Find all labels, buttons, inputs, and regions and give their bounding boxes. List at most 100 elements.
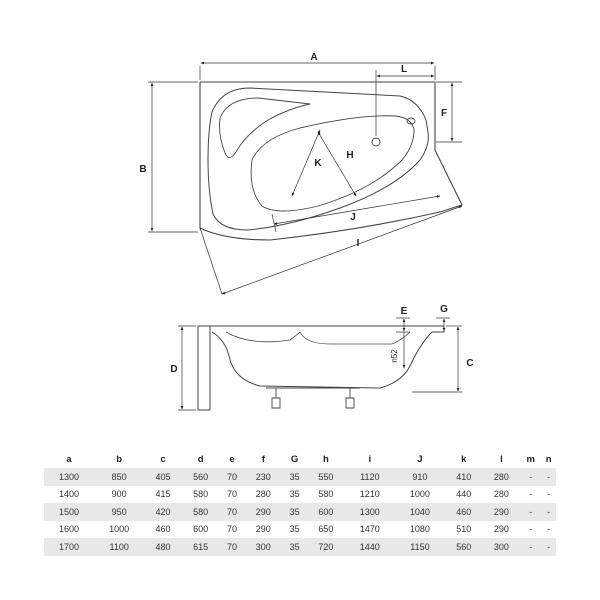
table-cell: 1470 [344, 520, 395, 538]
column-header: k [461, 454, 467, 465]
table-cell: 35 [282, 520, 308, 538]
column-header: h [323, 454, 329, 465]
table-cell: 900 [94, 485, 145, 503]
table-cell: - [541, 538, 556, 556]
table-cell: 440 [444, 485, 483, 503]
table-cell: 300 [244, 538, 283, 556]
table-cell: 405 [144, 468, 182, 486]
table-cell: 1000 [394, 485, 445, 503]
drain-icon [371, 137, 381, 147]
table-cell: - [541, 485, 556, 503]
table-cell: 70 [219, 485, 245, 503]
table-cell: 950 [94, 503, 145, 521]
dim-label-j: J [350, 212, 356, 223]
table-cell: 35 [282, 538, 308, 556]
basin-outline [250, 115, 415, 212]
plan-dimensions [148, 61, 463, 295]
table-cell: 1400 [44, 485, 95, 503]
table-cell: 1300 [344, 503, 395, 521]
table-cell: 1600 [44, 520, 95, 538]
table-cell: 560 [444, 538, 483, 556]
table-cell: 410 [444, 468, 483, 486]
column-header: G [290, 454, 299, 465]
dim-label-n52: n52 [390, 349, 399, 363]
table-cell: 1210 [344, 485, 395, 503]
table-cell: 290 [482, 520, 521, 538]
table-cell: 70 [219, 503, 245, 521]
table-cell: 290 [482, 503, 521, 521]
column-header: m [526, 454, 535, 465]
side-headrest [225, 331, 301, 343]
table-cell: 1150 [394, 538, 445, 556]
table-cell: - [541, 468, 556, 486]
dim-label-d: D [170, 364, 177, 375]
table-cell: 650 [307, 520, 345, 538]
table-cell: 460 [144, 520, 182, 538]
column-header: i [368, 454, 372, 465]
dim-label-l: L [401, 64, 407, 75]
table-cell: 35 [282, 485, 308, 503]
apron-panel [197, 325, 211, 411]
dim-label-a: A [310, 52, 317, 63]
table-cell: 460 [444, 503, 483, 521]
table-cell: 720 [307, 538, 345, 556]
technical-drawing: A L F B K H J I [139, 52, 474, 411]
table-cell: 420 [144, 503, 182, 521]
dim-label-b: B [139, 164, 146, 175]
table-cell: 580 [181, 485, 220, 503]
table-cell: - [541, 503, 556, 521]
table-cell: 280 [482, 485, 521, 503]
table-cell: 600 [181, 520, 220, 538]
column-header: J [417, 454, 423, 465]
table-cell: 70 [219, 520, 245, 538]
table-cell: - [520, 503, 542, 521]
side-dimensions [178, 317, 462, 411]
table-cell: 35 [282, 503, 308, 521]
table-cell: 290 [244, 503, 283, 521]
dim-label-h: H [346, 150, 353, 161]
column-header: n [545, 454, 552, 465]
tub-rim-outline [199, 81, 463, 241]
column-header: l [500, 454, 503, 465]
column-header: f [261, 454, 265, 465]
tub-inner-rim [207, 87, 429, 231]
table-cell: 600 [307, 503, 345, 521]
table-cell: 1440 [344, 538, 395, 556]
headrest-outline [219, 97, 311, 158]
table-cell: 560 [181, 468, 220, 486]
dim-label-f: F [441, 108, 447, 119]
tub-feet [266, 387, 360, 409]
table-cell: - [520, 538, 542, 556]
column-header: b [116, 454, 123, 465]
table-cell: 1500 [44, 503, 95, 521]
table-cell: 910 [394, 468, 445, 486]
plan-view [199, 81, 463, 241]
table-cell: - [520, 468, 542, 486]
side-inner [299, 331, 411, 345]
column-header: e [229, 454, 235, 465]
table-cell: 70 [219, 538, 245, 556]
column-header: a [66, 454, 72, 465]
dim-label-c: C [466, 358, 473, 369]
overflow-icon [406, 117, 416, 125]
table-cell: 70 [219, 468, 245, 486]
table-cell: 35 [282, 468, 308, 486]
table-cell: 850 [94, 468, 145, 486]
table-cell: 280 [482, 468, 521, 486]
table-cell: 290 [244, 520, 283, 538]
table-cell: 1000 [94, 520, 145, 538]
table-cell: 1300 [44, 468, 95, 486]
side-body [211, 331, 433, 389]
table-cell: 480 [144, 538, 182, 556]
table-cell: 280 [244, 485, 283, 503]
table-cell: 580 [181, 503, 220, 521]
table-cell: - [520, 485, 542, 503]
table-cell: 415 [144, 485, 182, 503]
